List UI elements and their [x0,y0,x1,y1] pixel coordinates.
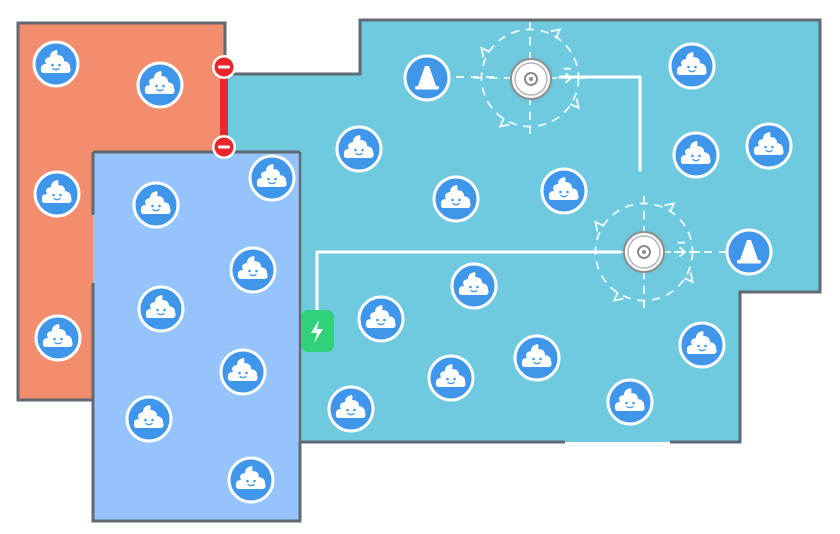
poop-face-icon[interactable] [745,122,793,170]
poop-face-icon[interactable] [540,167,588,215]
room-blue[interactable] [93,152,300,521]
poop-face-icon[interactable] [357,295,405,343]
poop-face-icon[interactable] [606,378,654,426]
poop-face-icon[interactable] [248,154,296,202]
poop-face-icon[interactable] [335,125,383,173]
charging-dock[interactable] [301,310,334,352]
poop-face-icon[interactable] [327,385,375,433]
poop-face-icon[interactable] [227,456,275,504]
traffic-cone-icon[interactable] [403,54,451,102]
poop-face-icon[interactable] [136,61,184,109]
poop-face-icon[interactable] [132,181,180,229]
poop-face-icon[interactable] [33,170,81,218]
poop-face-icon[interactable] [672,131,720,179]
charging-bolt-icon [311,320,323,343]
walls [16,18,822,523]
poop-face-icon[interactable] [513,334,561,382]
poop-face-icon[interactable] [432,175,480,223]
poop-face-icon[interactable] [678,321,726,369]
poop-face-icon[interactable] [32,40,80,88]
traffic-cone-icon[interactable] [725,228,773,276]
poop-face-icon[interactable] [427,354,475,402]
room-orange[interactable] [18,23,225,400]
virtual-barrier[interactable] [212,55,236,159]
minus-circle-icon[interactable] [212,55,236,79]
poop-face-icon[interactable] [450,262,498,310]
cone-guide-lines [456,76,726,253]
minus-circle-icon[interactable] [212,135,236,159]
poop-face-icon[interactable] [125,395,173,443]
cleaning-path [315,75,642,314]
robot-vacuum-icon[interactable] [505,53,557,105]
poop-face-icon[interactable] [229,246,277,294]
robot-vacuum-icon[interactable] [618,226,670,278]
poop-face-icon[interactable] [34,314,82,362]
poop-face-icon[interactable] [668,42,716,90]
poop-face-icon[interactable] [219,348,267,396]
poop-face-icon[interactable] [137,285,185,333]
